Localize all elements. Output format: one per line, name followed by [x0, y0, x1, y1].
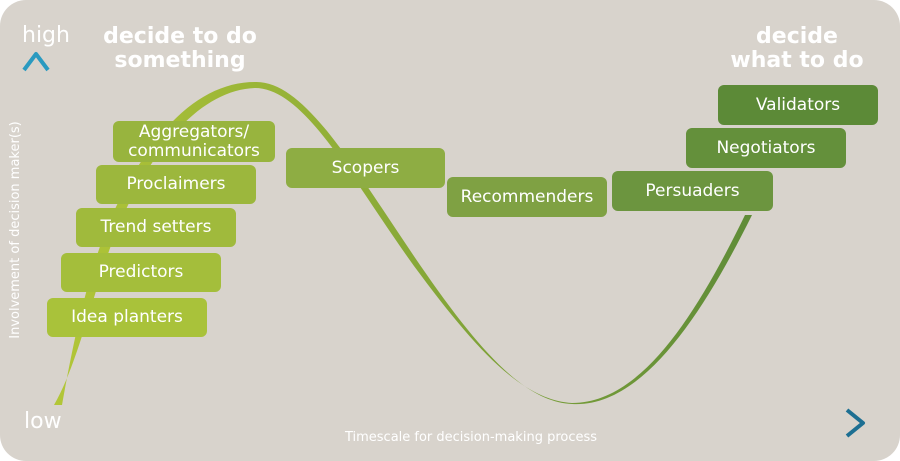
role-label: Predictors	[98, 262, 184, 282]
role-label: Validators	[755, 94, 841, 115]
role-label: Idea planters	[71, 307, 183, 327]
role-validators: Validators	[718, 85, 878, 125]
role-label: Proclaimers	[126, 174, 226, 194]
process-curve	[54, 81, 752, 405]
role-label: Aggregators/ communicators	[128, 121, 260, 161]
x-axis-title: Timescale for decision-making process	[344, 430, 598, 445]
header-left-line2: something	[114, 48, 246, 73]
role-label: Negotiators	[716, 137, 816, 158]
role-label: Scopers	[331, 157, 400, 178]
role-scopers: Scopers	[286, 148, 445, 188]
role-negotiators: Negotiators	[686, 128, 846, 168]
role-aggregators-communicators: Aggregators/ communicators	[113, 121, 275, 162]
y-axis-arrowhead	[22, 52, 50, 72]
role-idea-planters: Idea planters	[47, 298, 207, 337]
role-label-line2: communicators	[128, 140, 260, 161]
header-right-line1: decide	[756, 24, 838, 49]
role-label: Trend setters	[100, 217, 212, 237]
header-left-line1: decide to do	[103, 24, 257, 49]
role-predictors: Predictors	[61, 253, 221, 292]
role-label-line1: Aggregators/	[138, 121, 250, 142]
header-right-line2: what to do	[730, 48, 864, 73]
y-axis-title: Involvement of decision maker(s)	[8, 121, 23, 339]
role-recommenders: Recommenders	[447, 177, 607, 217]
role-persuaders: Persuaders	[612, 171, 773, 211]
axis-high-label: high	[22, 23, 70, 48]
axis-low-label: low	[24, 409, 62, 434]
x-axis-arrowhead	[845, 408, 865, 438]
role-label: Recommenders	[460, 186, 594, 207]
header-decide-what-to-do: decide what to do	[722, 25, 872, 73]
role-trend-setters: Trend setters	[76, 208, 236, 247]
header-decide-to-do-something: decide to do something	[95, 25, 265, 73]
role-label: Persuaders	[645, 180, 740, 201]
role-proclaimers: Proclaimers	[96, 165, 256, 204]
